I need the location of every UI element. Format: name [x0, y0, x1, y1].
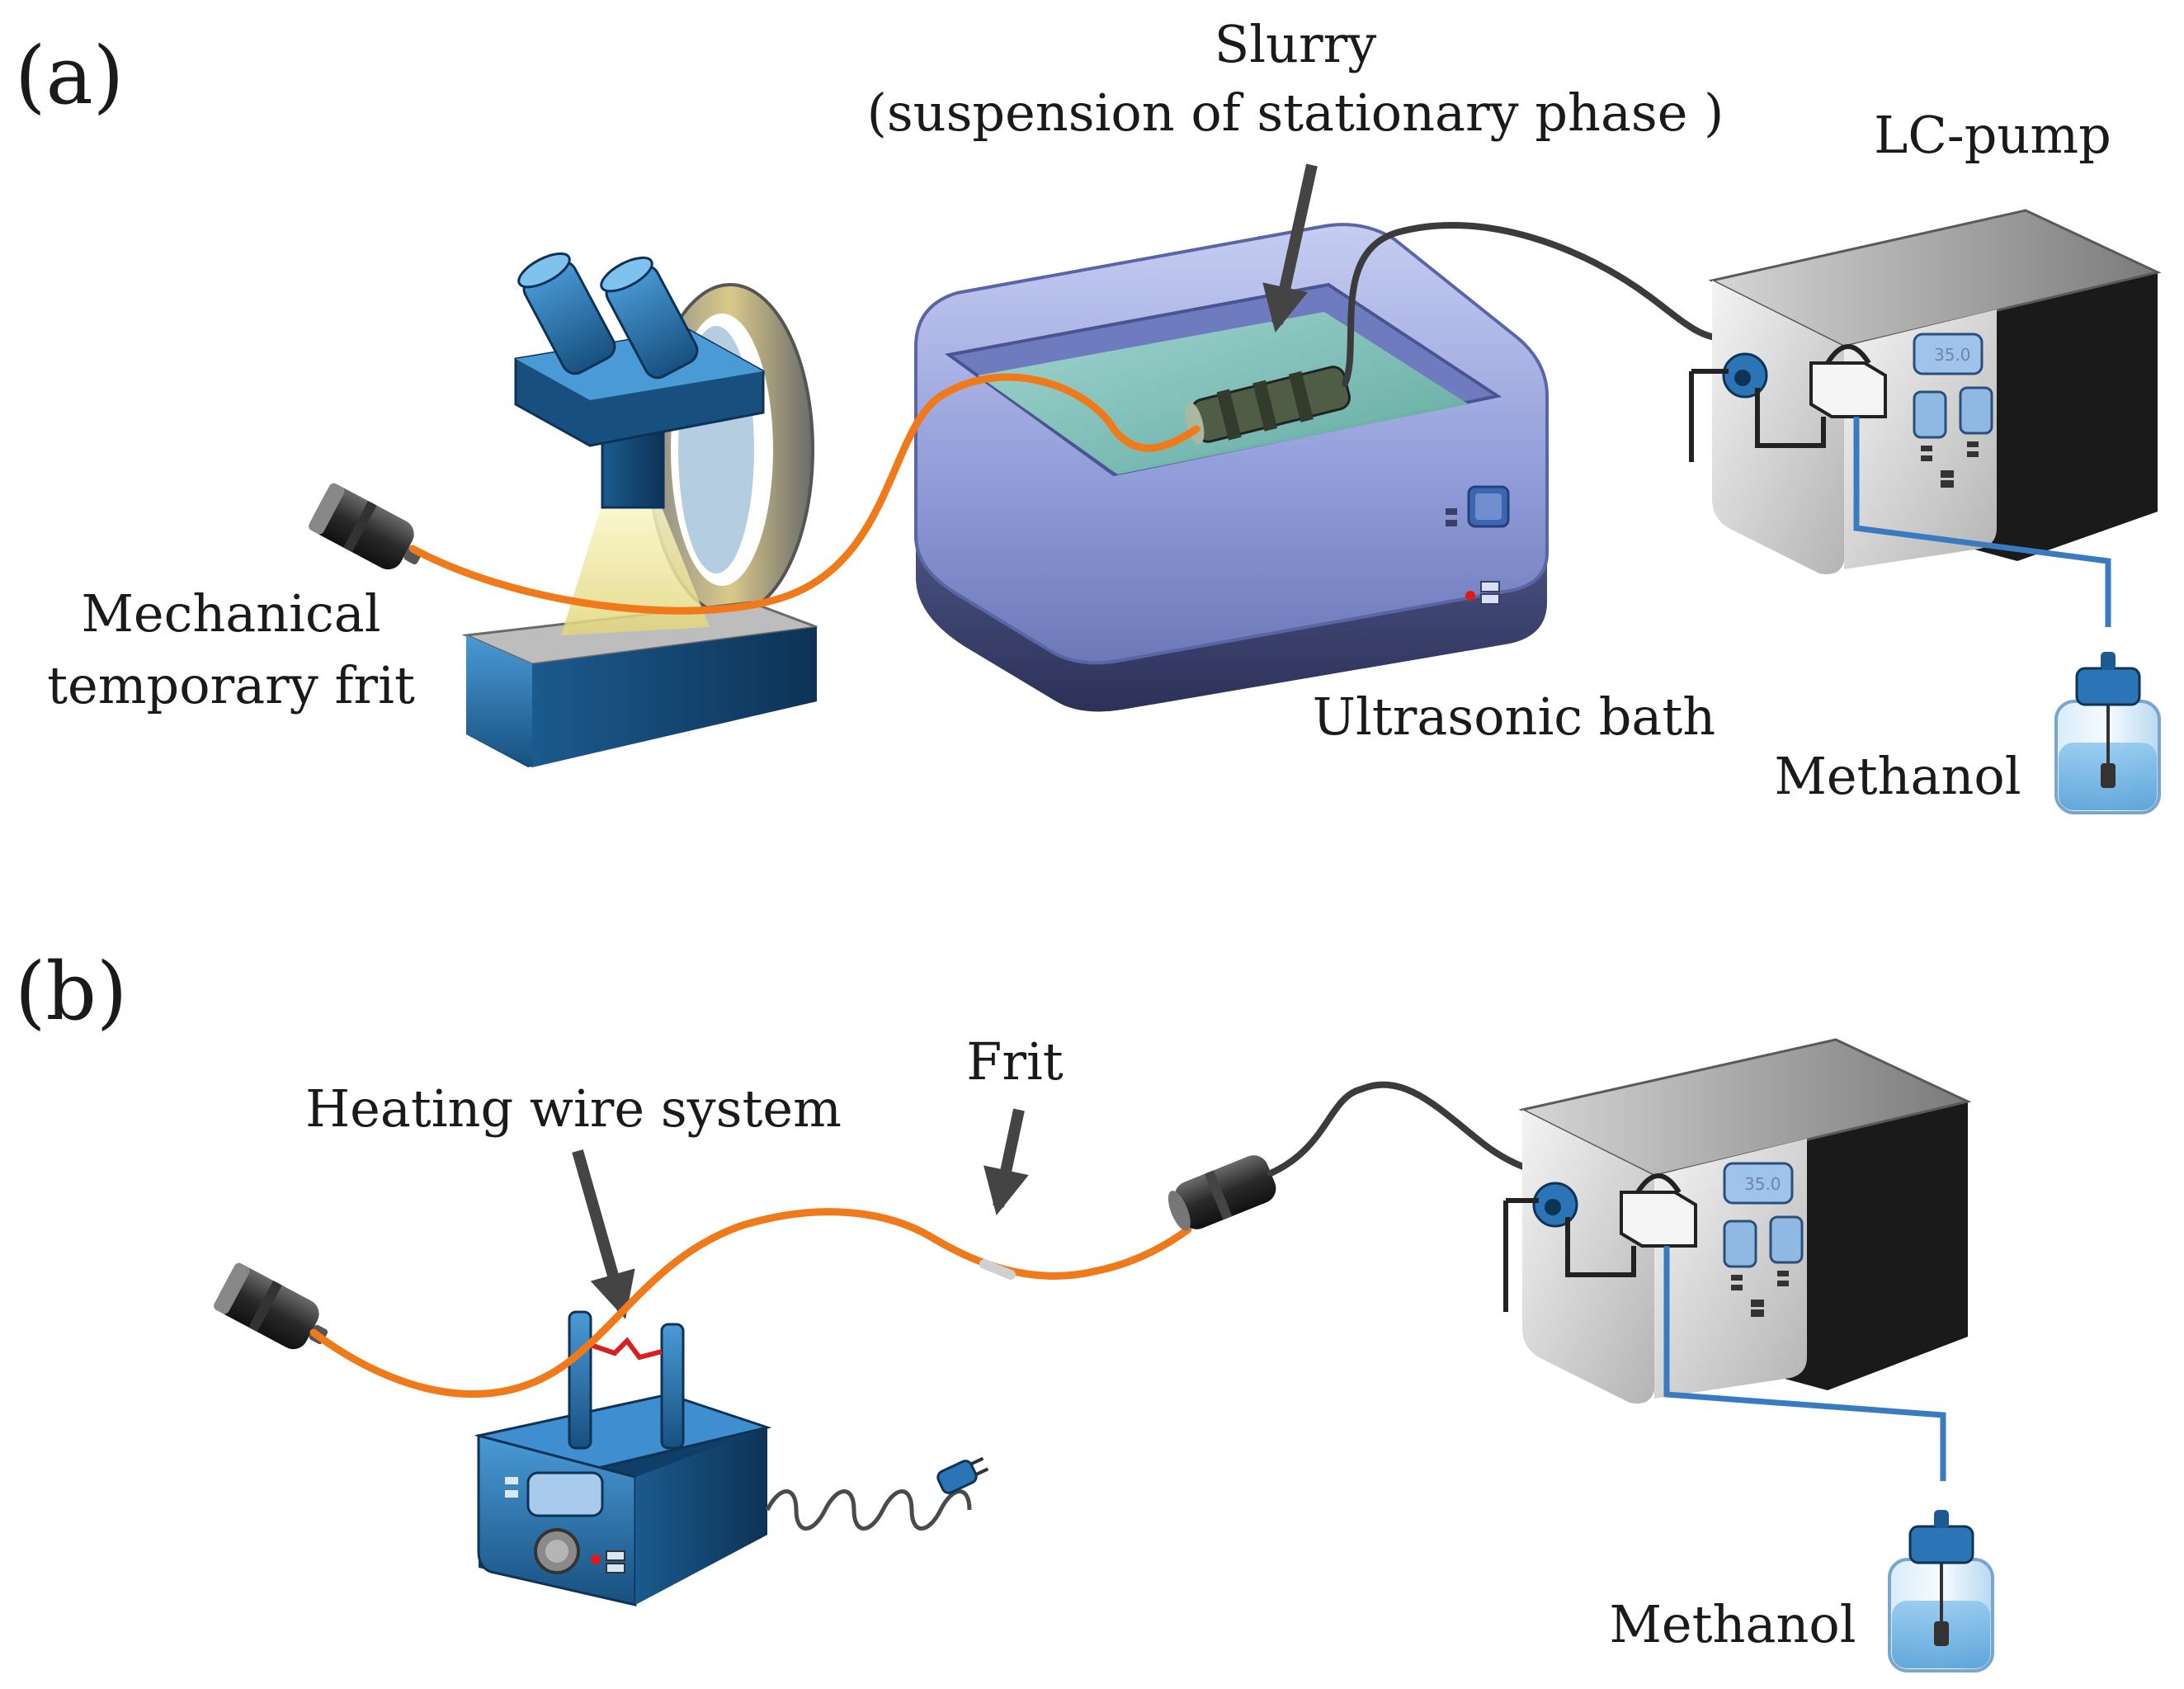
lc-pump-label: LC-pump [1874, 105, 2111, 165]
frit-label-line2: temporary frit [47, 655, 415, 715]
lc-pump-icon: 35.0 [1689, 209, 2162, 627]
power-plug-icon [765, 1456, 989, 1531]
solvent-bottle-icon [1888, 1510, 1994, 1672]
slurry-sublabel: (suspension of stationary phase ) [867, 83, 1724, 143]
capillary-b [309, 1208, 1192, 1399]
methanol-label-b: Methanol [1609, 1594, 1856, 1654]
heater-arrow [572, 1149, 635, 1319]
methanol-label-a: Methanol [1774, 746, 2021, 806]
frit-segment [979, 1259, 1016, 1280]
column-icon [1185, 366, 1351, 445]
frit-label: Frit [966, 1031, 1063, 1092]
frit-label-line1: Mechanical [81, 583, 380, 644]
lc-pump-icon: 35.0 [1503, 1038, 1972, 1481]
connector-icon [309, 483, 423, 570]
slurry-label: Slurry [1215, 14, 1377, 74]
pump-display-a: 35.0 [1934, 345, 1971, 365]
capillary-a [408, 373, 1200, 615]
ultrasonic-bath-icon [914, 223, 1549, 712]
heater-label: Heating wire system [305, 1078, 842, 1139]
pump-tubing-a [1342, 222, 1728, 387]
microscope-icon [461, 252, 818, 767]
panel-a: (a) [15, 14, 2162, 814]
connector-icon [214, 1262, 328, 1350]
frit-arrow [983, 1108, 1029, 1215]
bath-label: Ultrasonic bath [1313, 686, 1715, 747]
pump-tubing-b [1267, 1081, 1546, 1177]
pump-display-b: 35.0 [1744, 1174, 1781, 1194]
panel-a-label: (a) [15, 30, 124, 122]
slurry-arrow [1262, 163, 1318, 333]
heating-wire [590, 1337, 663, 1361]
panel-b-label: (b) [15, 946, 127, 1038]
solvent-bottle-icon [2054, 652, 2161, 814]
heater-box-icon [474, 1310, 772, 1606]
connector-icon [1167, 1155, 1276, 1231]
panel-b: (b) [15, 946, 1994, 1672]
